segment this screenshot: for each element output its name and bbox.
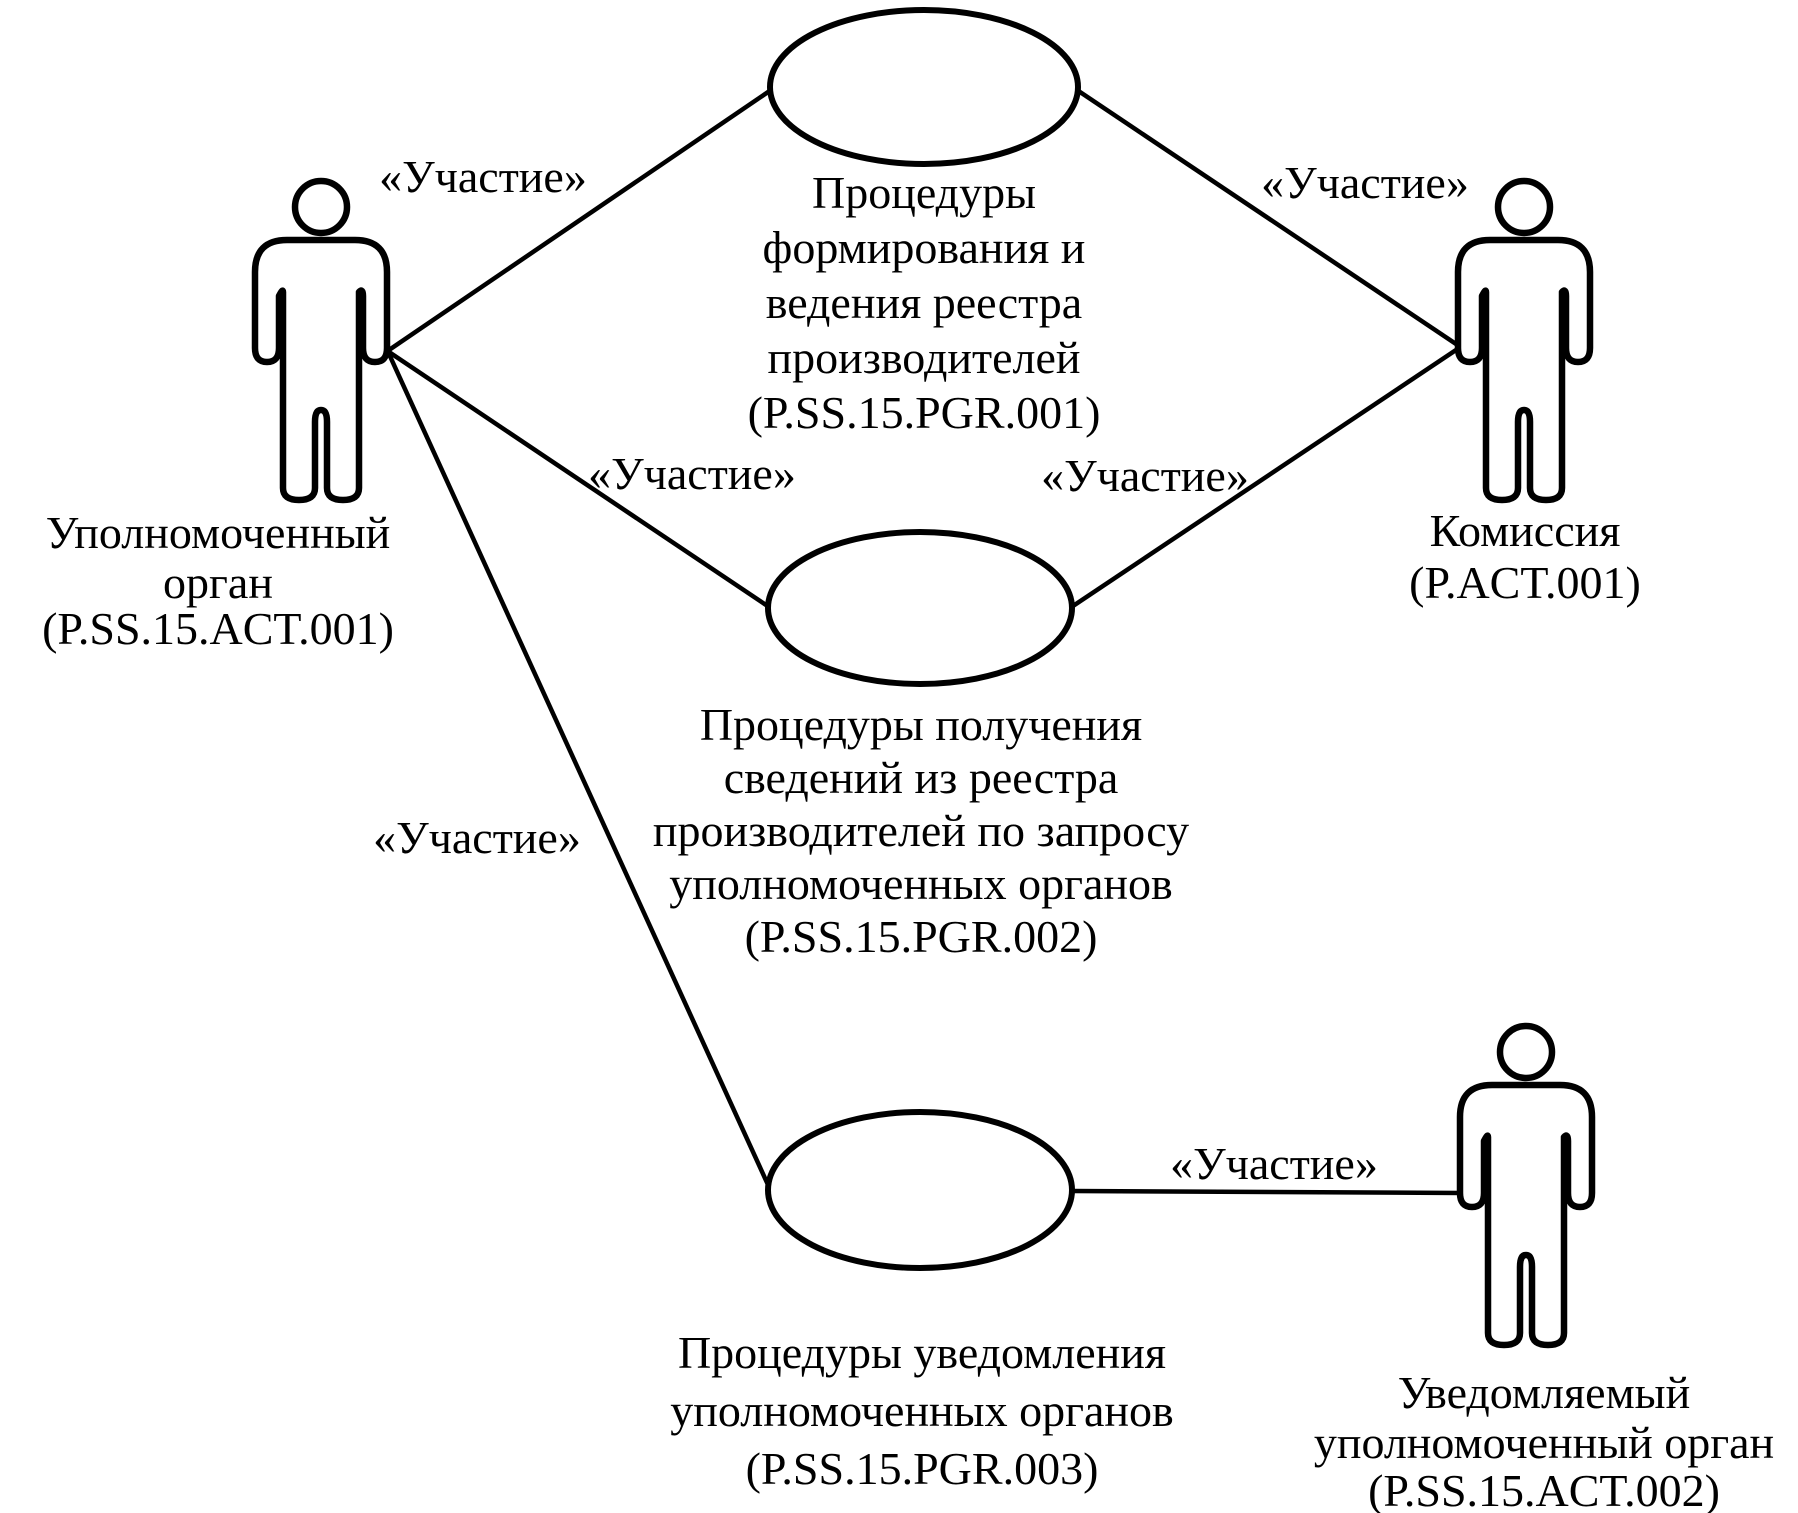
edge-actor1-uc2 xyxy=(387,350,771,609)
use-case-label-line: уполномоченных органов xyxy=(670,1385,1173,1436)
actor-label-line: (P.ACT.001) xyxy=(1409,557,1641,608)
actor-1-caption: Уполномоченный орган (P.SS.15.ACT.001) xyxy=(42,507,394,654)
stereotype-label: «Участие» xyxy=(1041,450,1249,501)
edge-labels: «Участие» «Участие» «Участие» «Участие» … xyxy=(373,151,1469,1189)
actor-commission-icon xyxy=(1454,177,1594,504)
use-case-label-line: сведений из реестра xyxy=(724,752,1119,803)
use-case-ellipse-3 xyxy=(765,1109,1075,1271)
actor-label-line: Уведомляемый xyxy=(1398,1367,1690,1418)
edge-uc1-actor2 xyxy=(1075,88,1461,348)
use-case-label-line: Процедуры уведомления xyxy=(678,1327,1166,1378)
edge-uc3-actor3 xyxy=(1071,1188,1463,1196)
use-case-label-line: Процедуры xyxy=(812,167,1036,218)
edge-uc2-actor2 xyxy=(1071,346,1461,608)
use-case-3-caption: Процедуры уведомления уполномоченных орг… xyxy=(670,1327,1173,1494)
use-case-ellipse-1 xyxy=(767,7,1081,167)
edges xyxy=(386,88,1463,1196)
use-case-1-caption: Процедуры формирования и ведения реестра… xyxy=(748,167,1101,438)
use-case-label-line: ведения реестра xyxy=(766,277,1082,328)
use-case-label-line: Процедуры получения xyxy=(700,699,1142,750)
actor-2-caption: Комиссия (P.ACT.001) xyxy=(1409,505,1641,608)
stereotype-label: «Участие» xyxy=(1261,157,1469,208)
actor-notified-body-icon xyxy=(1456,1022,1596,1349)
actor-label-line: Комиссия xyxy=(1430,505,1621,556)
use-case-label-line: производителей xyxy=(767,332,1080,383)
person-icon xyxy=(1454,236,1594,504)
person-icon xyxy=(1456,1081,1596,1349)
actor-authorized-body-icon xyxy=(251,177,391,504)
use-case-label-line: (P.SS.15.PGR.003) xyxy=(746,1443,1099,1494)
person-head-icon xyxy=(1494,177,1554,237)
use-case-2-caption: Процедуры получения сведений из реестра … xyxy=(653,699,1189,962)
actor-3-caption: Уведомляемый уполномоченный орган (P.SS.… xyxy=(1314,1367,1774,1513)
use-case-ellipse-2 xyxy=(765,529,1075,687)
actor-label-line: орган xyxy=(163,557,273,608)
stereotype-label: «Участие» xyxy=(373,812,581,863)
use-case-label-line: формирования и xyxy=(763,222,1086,273)
edge-actor1-uc1 xyxy=(387,88,773,352)
person-icon xyxy=(251,236,391,504)
use-case-label-line: (P.SS.15.PGR.002) xyxy=(745,911,1098,962)
actor-label-line: Уполномоченный xyxy=(46,507,390,558)
actor-label-line: (P.SS.15.ACT.001) xyxy=(42,603,394,654)
stereotype-label: «Участие» xyxy=(379,151,587,202)
stereotype-label: «Участие» xyxy=(1170,1138,1378,1189)
person-head-icon xyxy=(1496,1022,1556,1082)
edge-actor1-uc3 xyxy=(386,353,772,1188)
stereotype-label: «Участие» xyxy=(588,448,796,499)
use-case-label-line: (P.SS.15.PGR.001) xyxy=(748,387,1101,438)
person-head-icon xyxy=(291,177,351,237)
actor-label-line: уполномоченный орган xyxy=(1314,1417,1774,1468)
actor-label-line: (P.SS.15.ACT.002) xyxy=(1368,1465,1720,1513)
use-case-label-line: производителей по запросу xyxy=(653,805,1189,856)
use-case-label-line: уполномоченных органов xyxy=(669,858,1172,909)
use-cases xyxy=(765,7,1081,1271)
